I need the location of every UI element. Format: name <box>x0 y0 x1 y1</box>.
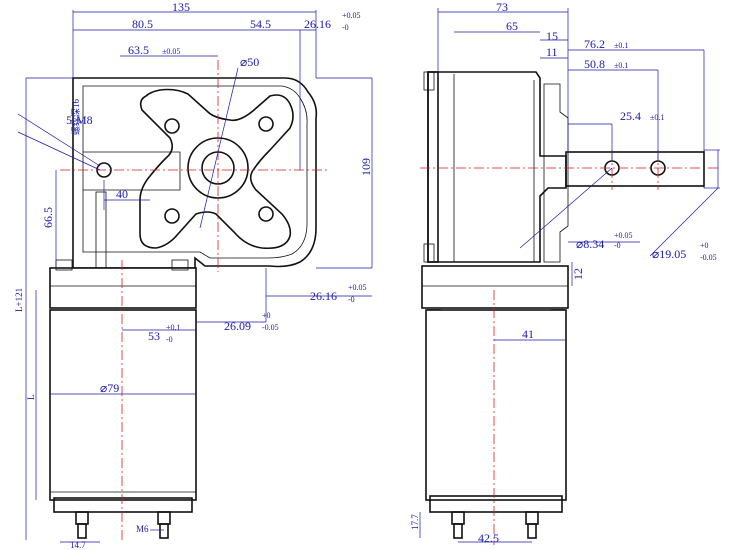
dim-dia79: ⌀79 <box>100 381 119 395</box>
bolt-hole-tl <box>164 118 180 134</box>
side-housing-bottom-lug <box>423 243 435 263</box>
dim-63-5: 63.5 <box>128 43 149 57</box>
side-terminal-right <box>525 511 539 525</box>
dim-26-16-top: 26.16 <box>304 17 331 31</box>
side-terminal-right-post <box>527 523 537 539</box>
dim-26-09-tol-low: -0.05 <box>262 323 279 332</box>
dim-11: 11 <box>546 45 558 59</box>
side-terminal-left <box>451 511 465 525</box>
front-view: 135 80.5 54.5 26.16 +0.05 -0 63.5 ±0.05 … <box>14 0 373 550</box>
dim-l-121: L+121 <box>14 288 24 312</box>
dim-dia8-34: ⌀8.34 <box>576 237 604 251</box>
dim-5-m8: 5-M8 <box>66 113 93 127</box>
dim-25-4: 25.4 <box>620 109 641 123</box>
side-adapter-plate <box>421 265 569 309</box>
housing-step <box>83 151 181 191</box>
dim-50-8: 50.8 <box>584 57 605 71</box>
dim-76-2: 76.2 <box>584 37 605 51</box>
side-terminal-left-post <box>453 523 463 539</box>
dim-40: 40 <box>116 187 128 201</box>
dim-53-tol-low: -0 <box>166 335 173 344</box>
dim-41: 41 <box>522 327 534 341</box>
dim-54-5: 54.5 <box>250 17 271 31</box>
dim-dia8-34-tol-up: +0.05 <box>614 231 633 240</box>
dim-66-5: 66.5 <box>41 207 55 228</box>
dim-53-tol-up: +0.1 <box>166 323 181 332</box>
dim-135: 135 <box>172 0 190 14</box>
dim-65: 65 <box>506 19 518 33</box>
dim-109: 109 <box>359 158 373 176</box>
dim-dia19-05-tol-low: -0.05 <box>700 253 717 262</box>
dim-14-7: 14.7 <box>70 540 86 550</box>
dim-63-5-tol: ±0.05 <box>162 47 180 56</box>
dim-80-5: 80.5 <box>132 17 153 31</box>
dim-26-16-top-tol-low: -0 <box>342 23 349 32</box>
dim-dia50: ⌀50 <box>240 55 259 69</box>
dim-25-4-tol: ±0.1 <box>650 113 664 122</box>
dim-50-8-tol: ±0.1 <box>614 61 628 70</box>
adapter-plate <box>49 267 197 309</box>
gearbox-housing-inner <box>82 85 308 259</box>
dim-53: 53 <box>148 329 160 343</box>
dim-42-5: 42.5 <box>478 531 499 545</box>
bolt-hole-tr <box>258 116 274 132</box>
side-motor-endcap <box>429 495 563 513</box>
dim-l: L <box>26 395 36 401</box>
side-housing-front <box>427 71 439 263</box>
dim-73: 73 <box>496 0 508 14</box>
dim-26-09: 26.09 <box>224 319 251 333</box>
side-housing-top-lug <box>423 71 435 91</box>
dim-dia8-34-tol-low: -0 <box>614 241 621 250</box>
dim-17-7: 17.7 <box>410 514 420 530</box>
dim-26-16-right-tol-up: +0.05 <box>348 283 367 292</box>
terminal-left-post <box>77 523 87 539</box>
dim-26-16-top-tol-up: +0.05 <box>342 11 361 20</box>
dim-thread-depth: 螺纹深16 <box>70 98 81 135</box>
dim-26-16-right: 26.16 <box>310 289 337 303</box>
dim-dia19-05-tol-up: +0 <box>700 241 709 250</box>
adapter-foot-right <box>171 259 189 271</box>
cable-tube <box>95 191 107 269</box>
output-shaft <box>565 151 705 187</box>
dim-76-2-tol: ±0.1 <box>614 41 628 50</box>
terminal-right <box>157 511 171 525</box>
motor-body <box>49 309 197 501</box>
dim-15: 15 <box>546 29 558 43</box>
side-hub <box>543 83 569 263</box>
dim-26-09-tol-up: +0 <box>262 311 271 320</box>
side-motor-body <box>425 309 567 501</box>
dim-26-16-right-tol-low: -0 <box>348 295 355 304</box>
motor-endcap <box>53 497 193 513</box>
dim-m6: M6 <box>136 524 149 534</box>
terminal-left <box>75 511 89 525</box>
gearbox-housing <box>72 77 318 269</box>
side-view: 73 65 15 11 76.2 ±0.1 50.8 ±0.1 25.4 ±0.… <box>410 0 720 545</box>
bolt-hole-br <box>258 206 274 222</box>
side-housing <box>427 71 567 263</box>
dim-dia19-05: ⌀19.05 <box>652 247 686 261</box>
flange-plate <box>139 88 294 250</box>
bolt-hole-bl <box>164 208 180 224</box>
dim-12: 12 <box>571 268 585 280</box>
terminal-right-post <box>159 523 169 539</box>
